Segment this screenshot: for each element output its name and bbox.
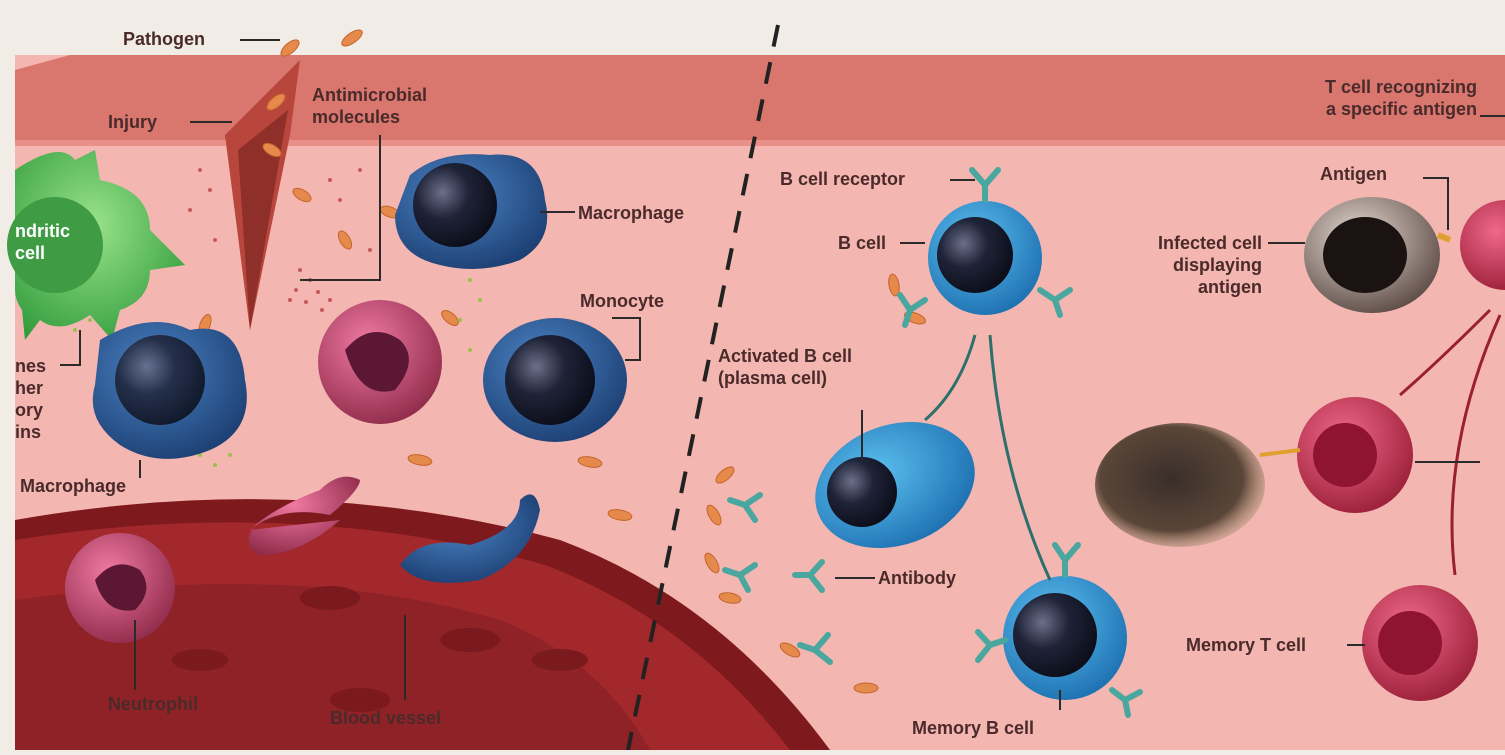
label-dendritic-cell: ndritic cell [15,220,70,264]
label-antigen: Antigen [1320,163,1387,185]
label-chemokines: nes her ory ins [15,355,46,443]
label-antibody: Antibody [878,567,956,589]
label-memory-t-cell: Memory T cell [1186,634,1306,656]
label-t-cell-recognizing: T cell recognizing a specific antigen [1325,76,1477,120]
label-b-cell: B cell [838,232,886,254]
label-antimicrobial-molecules: Antimicrobial molecules [312,84,427,128]
label-b-cell-receptor: B cell receptor [780,168,905,190]
label-blood-vessel: Blood vessel [330,707,441,729]
label-injury: Injury [108,111,157,133]
label-memory-b-cell: Memory B cell [912,717,1034,739]
label-monocyte: Monocyte [580,290,664,312]
label-macrophage-left: Macrophage [20,475,126,497]
label-infected-cell: Infected cell displaying antigen [1110,232,1262,298]
dying-infected-cell [1095,423,1265,547]
label-pathogen: Pathogen [123,28,205,50]
label-macrophage-top: Macrophage [578,202,684,224]
label-neutrophil: Neutrophil [108,693,198,715]
label-activated-b-cell: Activated B cell (plasma cell) [718,345,852,389]
